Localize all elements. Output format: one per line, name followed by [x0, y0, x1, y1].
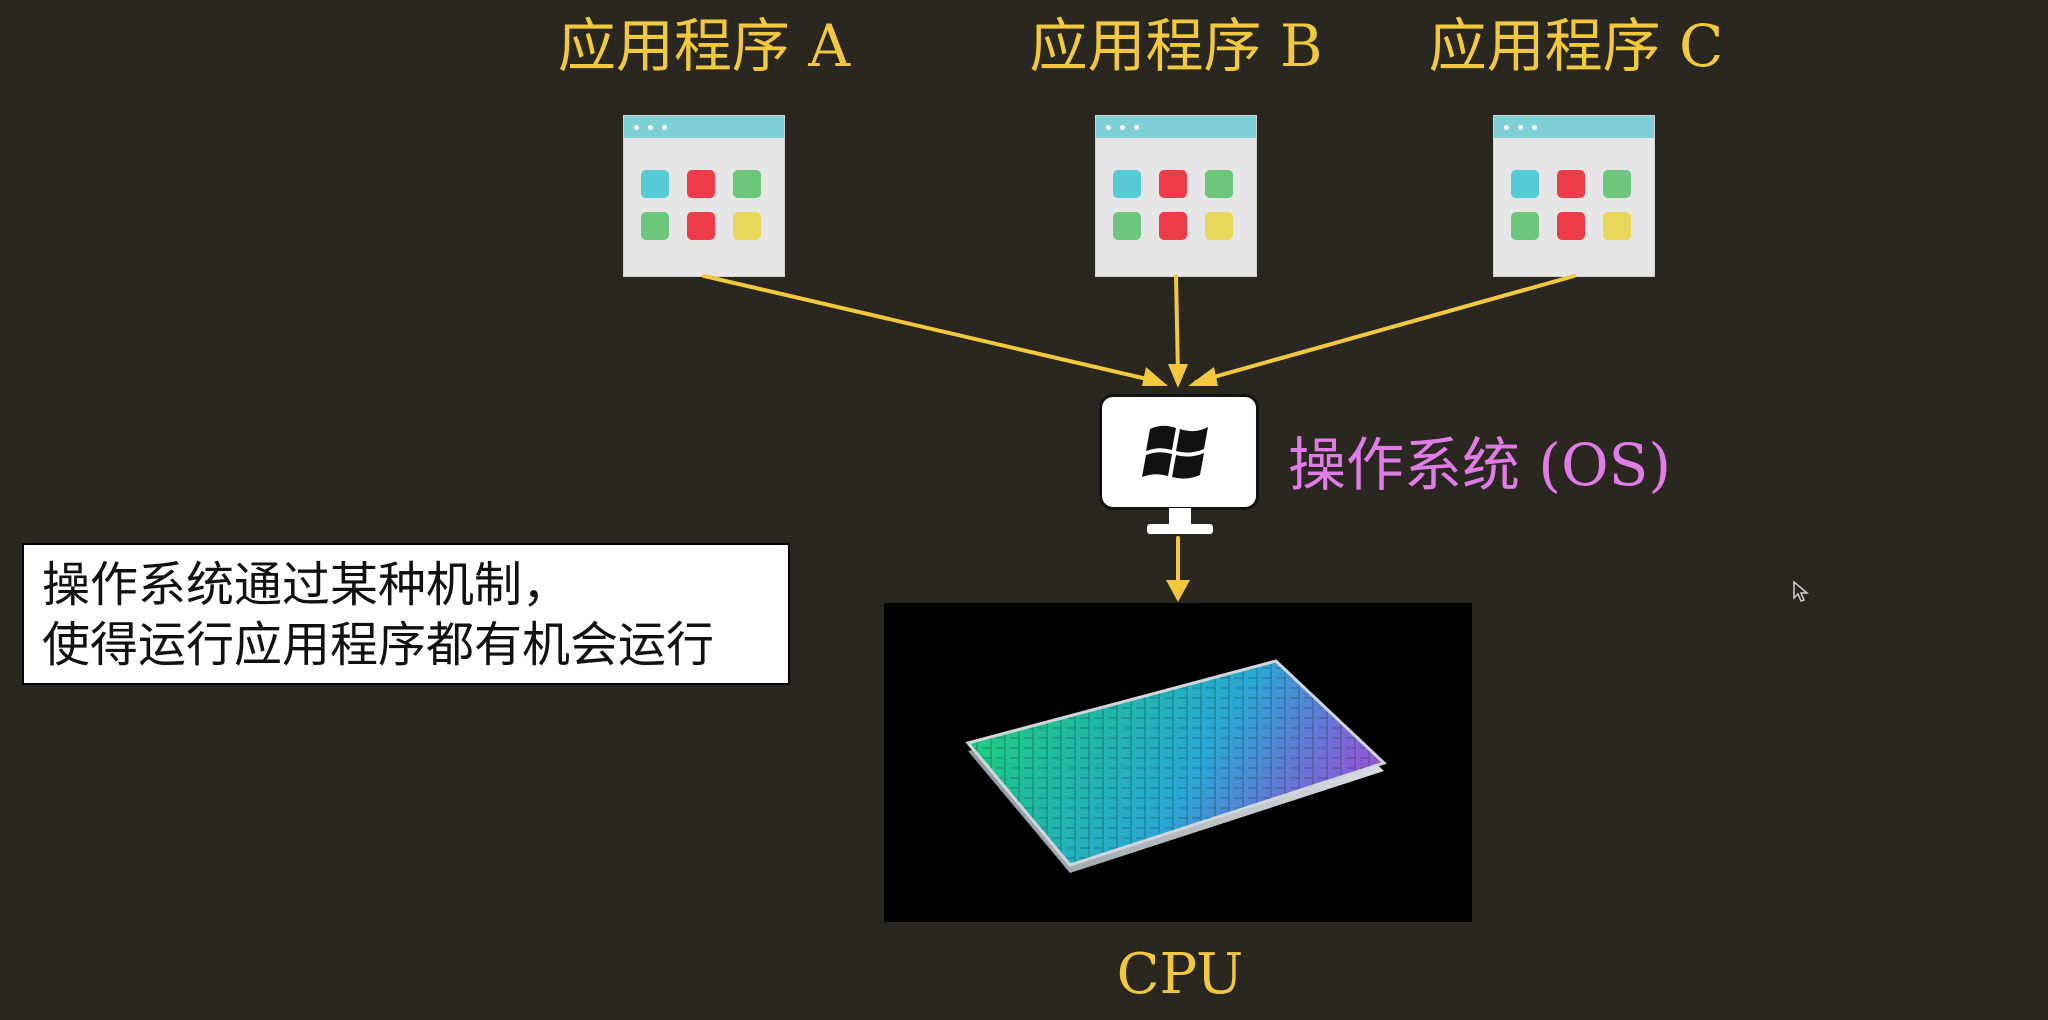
monitor-stand — [1169, 508, 1191, 526]
app-tile-green — [1113, 212, 1141, 240]
arrowhead-cpu — [1166, 580, 1190, 602]
app-tile-red — [1557, 170, 1585, 198]
window-titlebar — [1494, 116, 1654, 138]
app-tile-green — [1205, 170, 1233, 198]
cpu-label: CPU — [1116, 942, 1244, 1007]
monitor-base — [1147, 524, 1213, 534]
app-a-label: 应用程序 A — [557, 12, 851, 80]
note-line-2: 使得运行应用程序都有机会运行 — [42, 617, 715, 673]
app-tile-red — [687, 212, 715, 240]
window-dot — [1106, 125, 1111, 130]
app-tile-green — [1511, 212, 1539, 240]
arrow-app-a-to-os — [702, 274, 1162, 384]
app-tile-green — [1603, 170, 1631, 198]
app-tile-red — [687, 170, 715, 198]
app-tile-yellow — [1205, 212, 1233, 240]
window-dot — [634, 125, 639, 130]
app-c-window-icon — [1494, 116, 1654, 276]
app-tile-yellow — [1603, 212, 1631, 240]
app-tile-green — [733, 170, 761, 198]
window-dot — [648, 125, 653, 130]
app-tile-cyan — [1511, 170, 1539, 198]
arrowhead-a — [1142, 367, 1168, 386]
window-titlebar — [624, 116, 784, 138]
window-dot — [662, 125, 667, 130]
app-tile-cyan — [1113, 170, 1141, 198]
app-tile-red — [1159, 212, 1187, 240]
window-dot — [1518, 125, 1523, 130]
window-dot — [1532, 125, 1537, 130]
window-dot — [1134, 125, 1139, 130]
windows-logo-icon — [1142, 425, 1208, 479]
arrow-app-b-to-os — [1174, 274, 1180, 378]
window-dot — [1504, 125, 1509, 130]
app-b-label: 应用程序 B — [1029, 12, 1323, 80]
note-line-1: 操作系统通过某种机制， — [42, 557, 571, 613]
window-titlebar — [1096, 116, 1256, 138]
os-monitor-icon — [1099, 394, 1259, 510]
app-tile-yellow — [733, 212, 761, 240]
app-tile-cyan — [641, 170, 669, 198]
arrow-app-c-to-os — [1194, 274, 1576, 384]
arrowhead-c — [1188, 367, 1218, 386]
app-tile-green — [641, 212, 669, 240]
app-a-window-icon — [624, 116, 784, 276]
os-label: 操作系统 (OS) — [1288, 431, 1671, 499]
note-box: 操作系统通过某种机制， 使得运行应用程序都有机会运行 — [22, 543, 790, 685]
cpu-die-icon — [965, 659, 1387, 873]
app-tile-red — [1159, 170, 1187, 198]
arrowhead-b — [1168, 364, 1188, 388]
app-b-window-icon — [1096, 116, 1256, 276]
window-dot — [1120, 125, 1125, 130]
cpu-chip-image — [884, 603, 1472, 922]
app-tile-red — [1557, 212, 1585, 240]
mouse-cursor-icon — [1793, 580, 1810, 602]
app-c-label: 应用程序 C — [1428, 12, 1724, 80]
